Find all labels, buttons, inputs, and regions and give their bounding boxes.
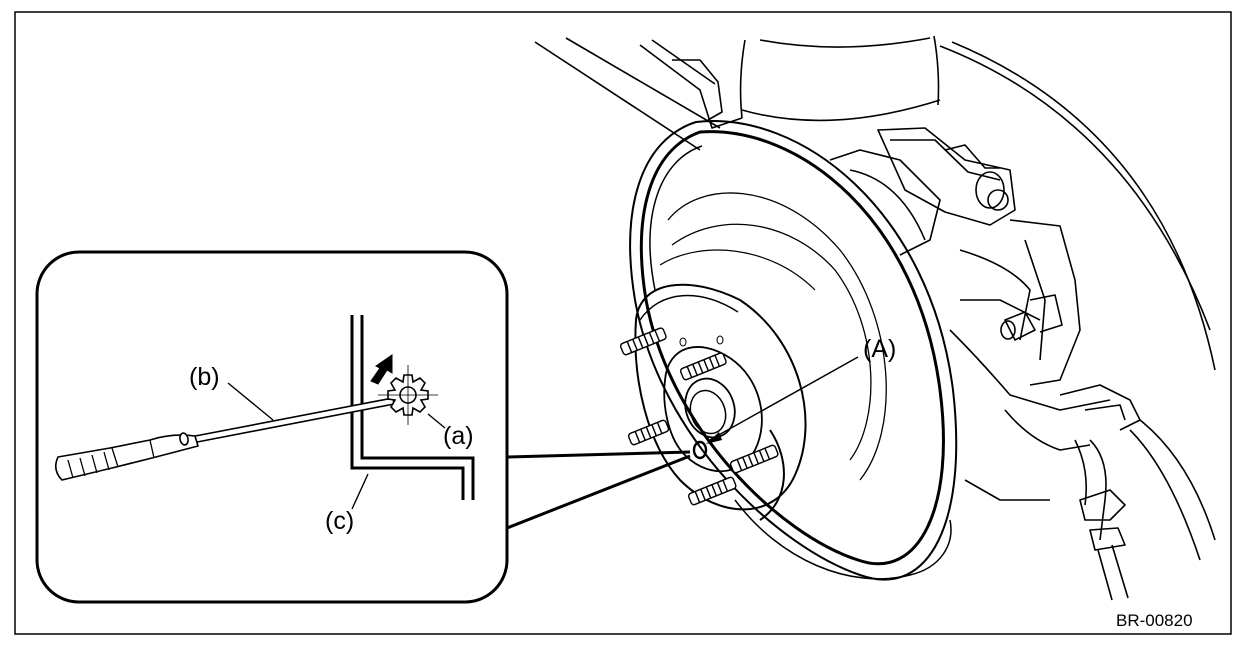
label-a: (a) [443, 422, 474, 450]
inset-leader-lines [227, 382, 446, 510]
rotor-outer-edge [629, 120, 958, 581]
leader-line-b [227, 382, 274, 421]
adjuster-star-wheel [378, 365, 438, 425]
detail-backplate [350, 315, 475, 500]
callout-connector-bottom [506, 454, 691, 530]
label-A: (A) [863, 335, 896, 363]
callout-connector-top [506, 450, 691, 459]
figure-frame [14, 11, 1232, 635]
leader-arrowhead-A [706, 432, 722, 444]
knuckle-assembly [534, 35, 1216, 601]
leader-line-a [427, 413, 446, 429]
inspection-hole [692, 440, 708, 460]
leader-line-c [351, 473, 369, 510]
figure-code: BR-00820 [1116, 611, 1193, 630]
brake-disc-assembly [629, 120, 958, 581]
leader-line-a-upper [707, 356, 859, 442]
label-b: (b) [189, 363, 220, 391]
screwdriver-tool [54, 397, 395, 481]
screwdriver-handle [54, 434, 199, 481]
wheel-studs [619, 327, 779, 506]
callout-lines [506, 356, 859, 530]
label-c: (c) [325, 507, 354, 535]
rotation-direction-arrow [370, 354, 393, 385]
